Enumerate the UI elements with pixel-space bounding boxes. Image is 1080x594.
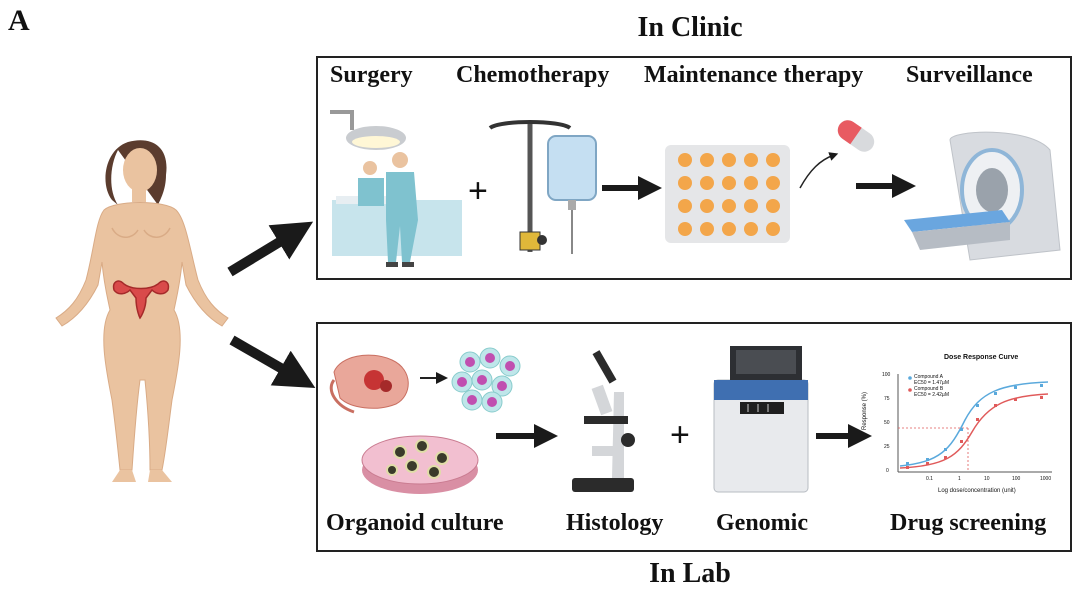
lab-title: In Lab — [649, 558, 731, 589]
step-drug-screening-label: Drug screening — [890, 510, 1047, 536]
arrow-to-lab — [229, 335, 316, 388]
mini-chart-xlabel: Log dose/concentration (unit) — [938, 488, 1016, 494]
mini-chart-ytick-75: 75 — [884, 396, 890, 402]
step-chemotherapy-label: Chemotherapy — [456, 62, 610, 88]
mini-chart-legend-b-ec50: EC50 = 2.42µM — [914, 392, 949, 398]
curved-arrow-to-capsule — [799, 152, 839, 189]
panel-letter: A — [8, 4, 30, 37]
mri-scanner-icon — [904, 131, 1061, 261]
mini-chart-xtick-1: 1 — [958, 476, 961, 482]
microscope-icon — [572, 350, 635, 492]
capsule-icon — [837, 120, 875, 152]
female-body-icon — [55, 140, 229, 482]
sequencer-icon — [713, 346, 809, 493]
mini-chart-title: Dose Response Curve — [944, 354, 1019, 361]
iv-drip-icon — [488, 120, 597, 254]
plus-sign-lab: + — [670, 416, 690, 454]
pill-blister-icon — [665, 145, 790, 243]
mini-chart-ylabel: Response (%) — [862, 391, 868, 430]
mini-chart-xtick-0-1: 0.1 — [926, 476, 933, 482]
mini-chart-ytick-0: 0 — [886, 468, 889, 474]
step-surveillance-label: Surveillance — [906, 62, 1033, 88]
clinic-title: In Clinic — [637, 12, 743, 43]
surgery-icon — [330, 110, 462, 267]
dose-response-chart — [897, 374, 1052, 473]
lab-panel — [316, 322, 1072, 552]
mini-chart-legend-a-ec50: EC50 = 1.47µM — [914, 380, 949, 386]
mini-chart-ytick-25: 25 — [884, 444, 890, 450]
organoid-cells-icon — [451, 347, 521, 413]
mini-chart-ytick-50: 50 — [884, 420, 890, 426]
petri-dish-icon — [361, 435, 479, 494]
mini-chart-xtick-1000: 1000 — [1040, 476, 1052, 482]
mini-chart-ytick-100: 100 — [882, 372, 891, 378]
mini-chart-xtick-100: 100 — [1012, 476, 1021, 482]
ovary-tissue-icon — [329, 354, 409, 414]
mini-chart-legend-b: Compound B — [914, 386, 944, 392]
step-histology-label: Histology — [566, 510, 664, 536]
mini-chart-legend-a: Compound A — [914, 374, 943, 380]
plus-sign-clinic: + — [468, 172, 488, 210]
uterus-icon — [112, 280, 170, 320]
step-organoid-label: Organoid culture — [326, 510, 504, 536]
step-maintenance-label: Maintenance therapy — [644, 62, 864, 88]
mini-chart-xtick-10: 10 — [984, 476, 990, 482]
step-genomic-label: Genomic — [716, 510, 808, 536]
arrow-to-clinic — [227, 221, 314, 277]
step-surgery-label: Surgery — [330, 62, 413, 88]
